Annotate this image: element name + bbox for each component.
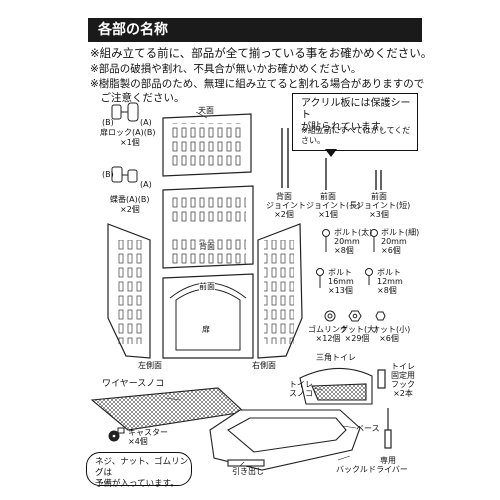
notice-line-4: ご注意ください。: [90, 92, 185, 104]
label-toilet-hook: トイレ 固定用 フック ×2本: [391, 362, 415, 398]
right-panel-drawing: [257, 223, 303, 359]
notice-line-2: ※部品の破損や割れ、不具合が無いかお確かめください。: [90, 63, 362, 75]
label-drawer: 引き出し: [232, 467, 264, 476]
label-hinge-qty: ×2個: [120, 205, 140, 214]
label-door: 扉: [202, 325, 210, 334]
label-back-panel: 背面: [199, 242, 215, 251]
front-joint-short-rods: [375, 170, 382, 190]
label-bolt-thick-20: ボルト(太) 20mm ×8個: [334, 228, 373, 255]
protective-sheet-callout: アクリル板には保護シート が貼られています。 ※組立前にすべてはがしてください。: [292, 93, 418, 151]
notice-line-1: ※組み立てる前に、部品が全て揃っている事をお確かめください。: [90, 46, 433, 60]
back-joint-rods: [281, 128, 289, 188]
label-back-joint: 背面 ジョイント ×2個: [266, 192, 306, 219]
base-tray-drawing: [209, 409, 361, 471]
ring-nut-drawings: [324, 310, 386, 322]
section-header-bar: [88, 18, 422, 42]
label-hinge-b: (B): [102, 170, 114, 179]
triangle-toilet-drawing: [299, 367, 373, 405]
label-left-panel: 左側面: [138, 361, 162, 370]
label-top-panel: 天面: [198, 106, 214, 115]
label-driver: 専用 ドライバー: [368, 456, 408, 474]
left-panel-drawing: [107, 223, 151, 359]
label-toilet-grate: トイレ スノコ: [289, 380, 313, 398]
note-line-1: ネジ、ナット、ゴムリングは: [95, 457, 189, 478]
label-nut-small: ナット(小) ×6個: [372, 325, 411, 343]
label-nut-large: ナット(大) ×29個: [340, 325, 379, 343]
bolt-drawings: [316, 229, 378, 288]
label-buckle: バックル: [336, 465, 368, 474]
label-caster: キャスター ×4個: [128, 428, 168, 446]
door-lock-parts: [111, 102, 139, 122]
label-front-joint-long: 前面 ジョイント(長) ×1個: [306, 192, 361, 219]
driver-drawing: [384, 408, 392, 449]
label-hinge-a: (A): [140, 180, 152, 189]
caster-drawing: [108, 427, 125, 442]
label-door-lock-a: (A): [140, 118, 152, 127]
label-door-lock-name: 扉ロック(A)(B): [100, 128, 156, 137]
top-panel-drawing: [162, 113, 252, 177]
section-title: 各部の名称: [98, 22, 168, 38]
back-panel-drawing: [162, 185, 254, 269]
hinge-parts: [111, 166, 138, 183]
spare-parts-note: ネジ、ナット、ゴムリングは 予備が入っています。: [86, 452, 192, 489]
note-line-2: 予備が入っています。: [95, 479, 179, 489]
label-hinge-name: 蝶番(A)(B): [110, 195, 150, 204]
label-bolt-12: ボルト 12mm ×8個: [377, 268, 403, 295]
callout-line-3: ※組立前にすべてはがしてください。: [301, 126, 411, 145]
notice-line-3: ※樹脂製の部品のため、無理に組み立てると割れる場合がありますので: [90, 78, 425, 90]
label-base: ベース: [356, 424, 380, 433]
toilet-hook-drawing: [377, 369, 386, 389]
label-door-lock-qty: ×1個: [120, 138, 140, 147]
label-rubber-ring: ゴムリング ×12個: [308, 325, 348, 343]
callout-pointer: [325, 149, 337, 157]
label-door-lock-b: (B): [102, 118, 114, 127]
leader-lines: [165, 111, 357, 467]
label-front-joint-short: 前面 ジョイント(短) ×3個: [356, 192, 411, 219]
callout-line-1: アクリル板には保護シート: [301, 98, 411, 121]
callout-line-2: が貼られています。: [301, 122, 390, 133]
label-wire-floor: ワイヤースノコ: [102, 379, 165, 389]
front-panel-drawing: [162, 273, 254, 359]
label-triangle-toilet: 三角トイレ: [316, 353, 356, 362]
label-bolt-thin-20: ボルト(細) 20mm ×6個: [381, 228, 420, 255]
label-front-panel: 前面: [199, 282, 215, 291]
label-right-panel: 右側面: [252, 361, 276, 370]
label-bolt-16: ボルト 16mm ×13個: [328, 268, 354, 295]
